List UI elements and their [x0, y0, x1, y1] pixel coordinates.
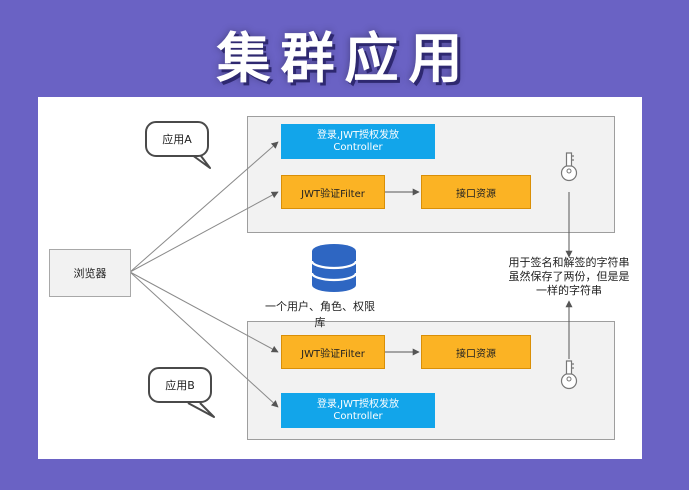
login-controller-b-line2: Controller — [333, 410, 383, 422]
diagram-canvas: 浏览器 应用A 应用B 登录,JWT授权发放 Controller JWT验证F… — [38, 97, 642, 459]
login-controller-a-line2: Controller — [333, 141, 383, 153]
login-controller-b: 登录,JWT授权发放 Controller — [281, 393, 435, 428]
login-controller-a: 登录,JWT授权发放 Controller — [281, 124, 435, 159]
browser-node: 浏览器 — [49, 249, 131, 297]
jwt-filter-b: JWT验证Filter — [281, 335, 385, 369]
database-label: 一个用户、角色、权限库 — [265, 300, 375, 329]
key-note-line2: 虽然保存了两份，但是是 — [508, 270, 630, 283]
key-note: 用于签名和解签的字符串 虽然保存了两份，但是是 一样的字符串 — [498, 256, 640, 298]
key-note-line3: 一样的字符串 — [536, 284, 602, 297]
api-resource-b: 接口资源 — [421, 335, 531, 369]
app-a-bubble: 应用A — [145, 121, 209, 157]
app-b-bubble: 应用B — [148, 367, 212, 403]
database-icon — [310, 244, 358, 292]
arrow-browser-to-filter-b — [129, 271, 279, 353]
arrow-browser-to-login-b — [129, 271, 279, 408]
jwt-filter-a: JWT验证Filter — [281, 175, 385, 209]
page-title: 集群应用 — [216, 26, 473, 90]
api-resource-a: 接口资源 — [421, 175, 531, 209]
arrow-browser-to-filter-a — [129, 191, 279, 273]
key-icon — [560, 152, 578, 182]
key-note-line1: 用于签名和解签的字符串 — [508, 256, 630, 269]
arrow-browser-to-login-a — [129, 141, 279, 273]
login-controller-b-line1: 登录,JWT授权发放 — [316, 398, 400, 410]
key-icon — [560, 360, 578, 390]
bubble-tail-b — [187, 402, 215, 418]
login-controller-a-line1: 登录,JWT授权发放 — [316, 129, 400, 141]
connector-layer — [129, 141, 578, 418]
